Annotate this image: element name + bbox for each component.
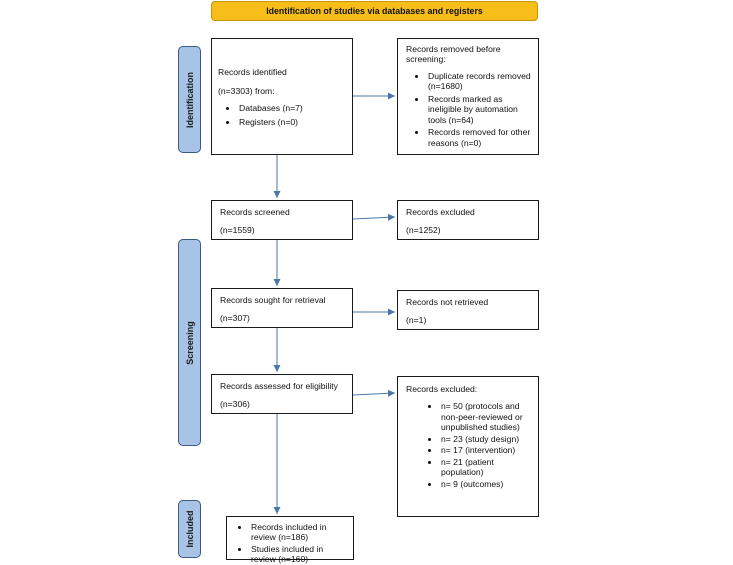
records-identified-heading: Records identified <box>218 67 287 77</box>
included-item-records: Records included in review (n=186) <box>238 522 347 543</box>
excluded-reason-study-design: n= 23 (study design) <box>428 433 532 444</box>
source-item-databases: Databases (n=7) <box>226 102 346 113</box>
excluded-reason-patient-population: n= 21 (patient population) <box>428 456 532 478</box>
records-excluded-screen-count: (n=1252) <box>406 225 441 236</box>
records-not-retrieved-count: (n=1) <box>406 315 427 326</box>
excluded-reason-patient-population-text: n= 21 (patient population) <box>441 456 494 478</box>
records-sought-label: Records sought for retrieval <box>220 295 326 305</box>
excluded-reason-outcomes-text: n= 9 (outcomes) <box>441 478 504 489</box>
removed-item-duplicates-text: Duplicate records removed (n=1680) <box>428 70 531 92</box>
diagram-title: Identification of studies via databases … <box>211 1 538 21</box>
excluded-reason-study-design-text: n= 23 (study design) <box>441 433 520 444</box>
included-item-records-text: Records included in review (n=186) <box>251 522 327 543</box>
removed-item-other-text: Records removed for other reasons (n=0) <box>428 127 531 148</box>
records-screened-count: (n=1559) <box>220 225 255 236</box>
excluded-reason-intervention: n= 17 (intervention) <box>428 445 532 456</box>
included-item-studies: Studies included in review (n=160) <box>238 543 347 565</box>
records-excluded-screen-label: Records excluded <box>406 207 475 217</box>
removed-item-automation: Records marked as ineligible by automati… <box>415 93 532 125</box>
removed-item-automation-text: Records marked as ineligible by automati… <box>428 93 518 125</box>
excluded-reason-outcomes: n= 9 (outcomes) <box>428 478 532 489</box>
excluded-reason-protocols-text: n= 50 (protocols and non-peer-reviewed o… <box>441 401 523 433</box>
phase-label-screening: Screening <box>178 239 201 446</box>
phase-label-identification: Identification <box>178 46 201 153</box>
records-sought-box: Records sought for retrieval (n=307) <box>211 288 353 328</box>
records-not-retrieved-box: Records not retrieved (n=1) <box>397 290 539 330</box>
excluded-reason-protocols: n= 50 (protocols and non-peer-reviewed o… <box>428 401 532 433</box>
records-assessed-label: Records assessed for eligibility <box>220 381 338 391</box>
records-excluded-screen-box: Records excluded (n=1252) <box>397 200 539 240</box>
phase-label-included: Included <box>178 500 201 558</box>
source-item-registers: Registers (n=0) <box>226 117 346 128</box>
records-removed-box: Records removed before screening: Duplic… <box>397 38 539 155</box>
removed-item-other: Records removed for other reasons (n=0) <box>415 127 532 148</box>
source-item-registers-text: Registers (n=0) <box>239 117 298 128</box>
records-assessed-count: (n=306) <box>220 399 250 410</box>
records-included-box: Records included in review (n=186) Studi… <box>226 516 354 564</box>
source-item-databases-text: Databases (n=7) <box>239 102 303 113</box>
records-not-retrieved-label: Records not retrieved <box>406 297 489 307</box>
included-item-studies-text: Studies included in review (n=160) <box>251 543 324 565</box>
records-removed-heading: Records removed before screening: <box>406 44 501 65</box>
records-screened-box: Records screened (n=1559) <box>211 200 353 240</box>
records-screened-label: Records screened <box>220 207 290 217</box>
records-assessed-box: Records assessed for eligibility (n=306) <box>211 374 353 414</box>
records-excluded-full-heading: Records excluded: <box>406 384 478 394</box>
records-sought-count: (n=307) <box>220 313 250 324</box>
arrow-screened-to-excluded <box>352 213 396 221</box>
records-excluded-full-box: Records excluded: n= 50 (protocols and n… <box>397 376 539 517</box>
excluded-reason-intervention-text: n= 17 (intervention) <box>441 445 516 456</box>
records-identified-count: (n=3303) from: <box>218 86 275 97</box>
records-identified-box: Records identified (n=3303) from: Databa… <box>211 38 353 155</box>
arrow-assessed-to-excluded <box>352 389 396 397</box>
removed-item-duplicates: Duplicate records removed (n=1680) <box>415 70 532 92</box>
